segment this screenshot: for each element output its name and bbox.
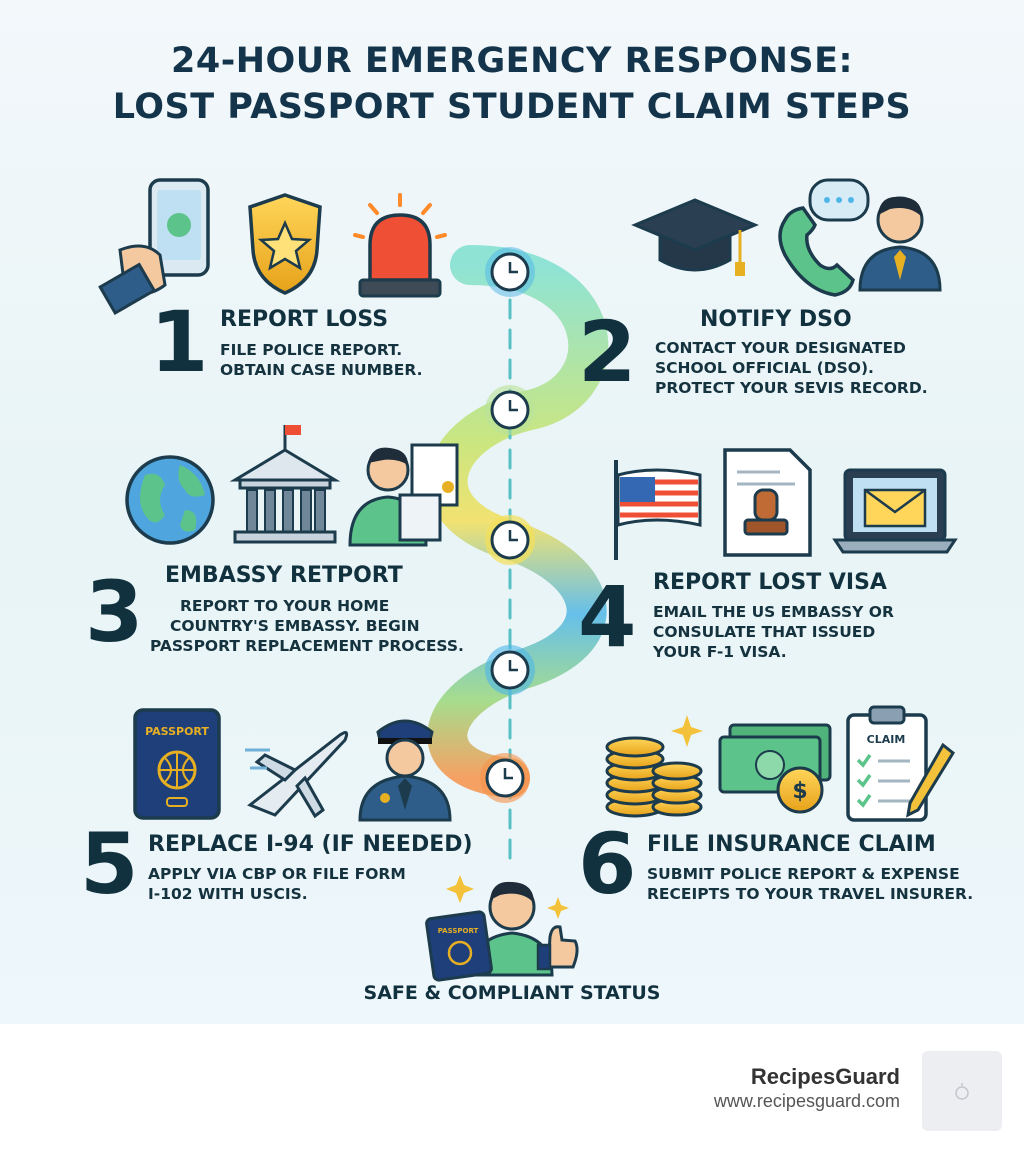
step-2-line: CONTACT YOUR DESIGNATED (655, 339, 906, 357)
person-documents-icon (348, 443, 459, 547)
clock-icon (485, 247, 535, 297)
step-6-title: FILE INSURANCE CLAIM (647, 832, 936, 857)
passport-cover-label: PASSPORT (145, 725, 209, 738)
step-5-title: REPLACE I-94 (IF NEEDED) (148, 832, 473, 857)
step-4-line: YOUR F-1 VISA. (653, 643, 787, 661)
step-4-line: CONSULATE THAT ISSUED (653, 623, 876, 641)
clock-icon (485, 645, 535, 695)
step-2-line: SCHOOL OFFICIAL (DSO). (655, 359, 874, 377)
step-4-number: 4 (578, 568, 637, 666)
passport-icon: PASSPORT (133, 708, 221, 820)
police-badge-icon (248, 193, 322, 295)
stamped-document-icon (723, 448, 812, 557)
brand-logo[interactable] (922, 1051, 1002, 1131)
coin-stack-icon (605, 715, 703, 818)
graduation-cap-icon (631, 198, 759, 276)
brand-url[interactable]: www.recipesguard.com (713, 1091, 900, 1111)
airplane-icon (245, 730, 349, 819)
phone-chat-icon (778, 178, 870, 297)
step-2-number: 2 (578, 303, 637, 401)
school-official-icon (858, 196, 942, 292)
claim-label: CLAIM (867, 733, 906, 746)
step-2-line: PROTECT YOUR SEVIS RECORD. (655, 379, 928, 397)
embassy-building-icon (229, 425, 341, 544)
step-3-title: EMBASSY RETPORT (165, 563, 403, 588)
step-3-line: COUNTRY'S EMBASSY. BEGIN (170, 617, 420, 635)
step-5-line: APPLY VIA CBP OR FILE FORM (148, 865, 406, 883)
step-4-description: EMAIL THE US EMBASSY OR CONSULATE THAT I… (653, 602, 894, 662)
step-3-description: REPORT TO YOUR HOME COUNTRY'S EMBASSY. B… (150, 596, 464, 656)
smartphone-call-icon (98, 178, 210, 316)
clock-icon (485, 385, 535, 435)
us-flag-icon (614, 460, 702, 560)
cash-icon: $ (718, 723, 832, 814)
emergency-siren-icon (353, 193, 447, 298)
globe-icon (125, 455, 215, 545)
step-6-line: SUBMIT POLICE REPORT & EXPENSE (647, 865, 960, 883)
step-6-description: SUBMIT POLICE REPORT & EXPENSE RECEIPTS … (647, 864, 973, 904)
clock-icon (485, 515, 535, 565)
step-1-line: OBTAIN CASE NUMBER. (220, 361, 423, 379)
infographic-canvas: 24-HOUR EMERGENCY RESPONSE: LOST PASSPOR… (0, 0, 1024, 1024)
logo-icon (955, 1083, 969, 1100)
step-3-line: PASSPORT REPLACEMENT PROCESS. (150, 637, 464, 655)
title-line-2: LOST PASSPORT STUDENT CLAIM STEPS (112, 87, 912, 127)
step-2-title: NOTIFY DSO (700, 307, 852, 332)
laptop-email-icon (832, 468, 958, 554)
brand-name: RecipesGuard (750, 1064, 900, 1089)
step-6-line: RECEIPTS TO YOUR TRAVEL INSURER. (647, 885, 974, 903)
success-person-icon: PASSPORT (425, 875, 579, 982)
step-2-description: CONTACT YOUR DESIGNATED SCHOOL OFFICIAL … (655, 338, 928, 398)
final-status-label: SAFE & COMPLIANT STATUS (363, 982, 661, 1004)
step-3-number: 3 (85, 563, 144, 661)
step-4-line: EMAIL THE US EMBASSY OR (653, 603, 894, 621)
step-5-number: 5 (80, 815, 139, 913)
step-4-title: REPORT LOST VISA (653, 570, 887, 595)
step-1-line: FILE POLICE REPORT. (220, 341, 403, 359)
step-5-description: APPLY VIA CBP OR FILE FORM I-102 WITH US… (148, 864, 406, 904)
page-title: 24-HOUR EMERGENCY RESPONSE: LOST PASSPOR… (0, 38, 1024, 130)
border-officer-icon (358, 719, 452, 822)
step-1-number: 1 (150, 293, 209, 391)
svg-text:$: $ (792, 779, 807, 804)
brand-block[interactable]: RecipesGuard www.recipesguard.com (714, 1064, 900, 1112)
process-flow-graphic: PASSPORT (98, 178, 958, 982)
final-passport-label: PASSPORT (438, 927, 479, 935)
step-3-line: REPORT TO YOUR HOME (180, 597, 390, 615)
step-1-title: REPORT LOSS (220, 307, 389, 332)
step-6-number: 6 (578, 815, 637, 913)
clock-icon (480, 753, 530, 803)
step-1-description: FILE POLICE REPORT. OBTAIN CASE NUMBER. (220, 340, 423, 380)
step-5-line: I-102 WITH USCIS. (148, 885, 308, 903)
footer (0, 1024, 1024, 1154)
claim-clipboard-icon: CLAIM (846, 705, 955, 822)
title-line-1: 24-HOUR EMERGENCY RESPONSE: (171, 41, 853, 81)
